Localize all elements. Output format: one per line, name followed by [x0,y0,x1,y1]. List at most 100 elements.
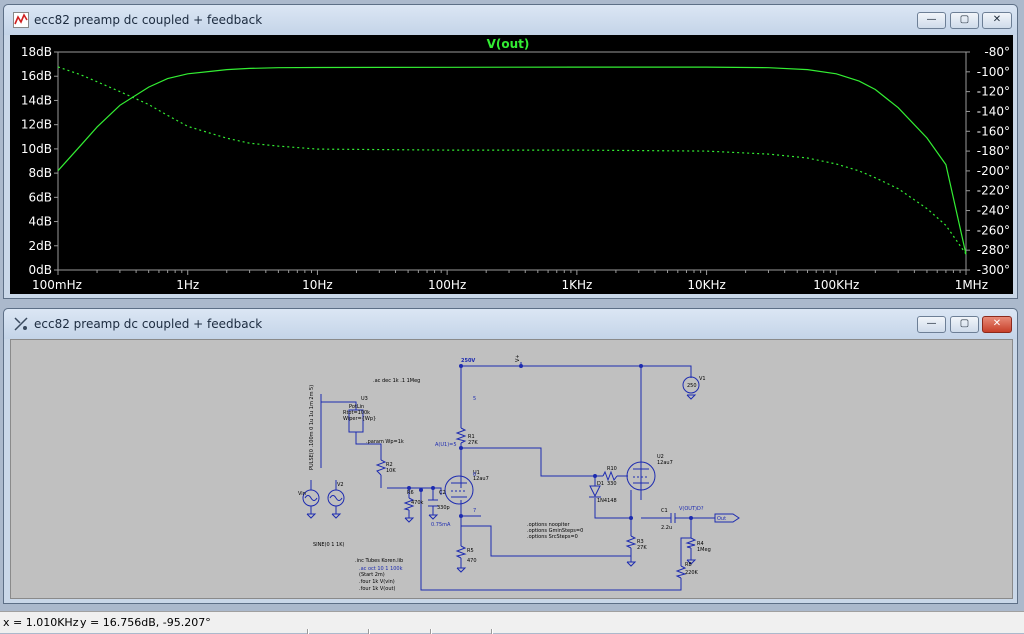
close-button[interactable]: ✕ [982,12,1012,29]
schematic-window-title: ecc82 preamp dc coupled + feedback [34,317,263,331]
x-tick-label: 10Hz [302,278,333,292]
y-right-tick-label: -260° [977,223,1010,237]
r10-resistor [602,470,618,482]
x-tick-label: 100mHz [32,278,82,292]
u1-tube [444,475,474,505]
schematic-canvas[interactable]: 250V V+ V1 250 .ac dec 1k .1 1Meg U3 Pot… [10,339,1013,599]
r4-resistor [685,537,697,549]
x-tick-label: 100KHz [813,278,859,292]
status-divider [430,629,432,634]
r6-resistor [403,497,415,511]
y-right-tick-label: -200° [977,164,1010,178]
schematic-labels: 250V V+ V1 250 .ac dec 1k .1 1Meg U3 Pot… [298,354,726,592]
label-r4-value: 1Meg [697,547,711,553]
label-pulse: PULSE(0 .100m 0 1u 1u 1m 2m 5) [309,385,315,470]
label-r10: R10 [607,466,617,472]
r5-resistor [455,545,467,559]
label-options-1: .options noopiter [527,522,570,528]
waveform-titlebar[interactable]: ecc82 preamp dc coupled + feedback — ▢ ✕ [4,5,1017,35]
label-d1: D1 [597,481,604,487]
maximize-button[interactable]: ▢ [950,316,979,333]
maximize-button[interactable]: ▢ [950,12,979,29]
label-250v: 250V [461,358,475,364]
wires[interactable] [310,362,715,591]
label-r2-value: 10K [386,468,396,474]
ground-symbol [686,394,697,400]
ground-symbol [686,559,697,565]
label-out: Out [717,516,726,522]
chart-title[interactable]: V(out) [487,37,530,51]
v2-source [327,489,345,507]
schematic-window[interactable]: ecc82 preamp dc coupled + feedback — ▢ ✕ [3,308,1018,604]
label-r1-value: 27K [468,440,478,446]
label-c1-value: 2.2u [661,525,672,531]
y-right-tick-label: -80° [984,45,1010,59]
r1-resistor [455,427,467,444]
label-r1: R1 [468,434,475,440]
label-d1-value: 1N4148 [597,498,617,504]
y-right-tick-label: -100° [977,65,1010,79]
ground-symbol [404,517,415,523]
d1-diode [589,485,601,498]
label-four-cmd-4: .four 1k V(out) [359,586,395,592]
label-v1: V1 [699,376,706,382]
y-right-tick-label: -180° [977,144,1010,158]
label-u3-model: PotLin [349,404,364,410]
y-left-tick-label: 2dB [29,239,52,253]
x-readout: x = 1.010KHz [3,616,79,629]
u2-tube [626,461,656,491]
x-tick-label: 1Hz [176,278,199,292]
y-right-tick-label: -300° [977,263,1010,277]
label-r4: R4 [697,541,704,547]
series-group [57,66,967,255]
u3-potentiometer [348,409,364,433]
y-right-tick-label: -220° [977,184,1010,198]
vin-source [302,489,320,507]
y-right-tick-label: -160° [977,124,1010,138]
label-current: 0.75mA [431,522,451,528]
close-button[interactable]: ✕ [982,316,1012,333]
bode-chart[interactable]: V(out) 0dB2dB4dB6dB8dB10dB12dB14dB16dB18… [10,35,1013,294]
y-right-tick-label: -280° [977,243,1010,257]
label-ac-command: .ac dec 1k .1 1Meg [373,378,420,384]
components[interactable] [302,376,740,579]
label-c2-value: 330p [437,505,450,511]
x-tick-label: 1MHz [955,278,988,292]
label-node-7: 7 [473,508,476,514]
phase-series-line [57,66,967,255]
r2-resistor [375,459,387,476]
x-tick-label: 1KHz [561,278,592,292]
label-u2: U2 [657,454,664,460]
schematic-app-icon [14,317,28,331]
r8-resistor [675,565,687,579]
label-r8: R8 [685,562,692,568]
label-four-cmd-3: .four 1k V(vin) [359,579,395,585]
minimize-button[interactable]: — [917,316,946,333]
label-r10-value: 330 [607,481,617,487]
schematic-titlebar[interactable]: ecc82 preamp dc coupled + feedback — ▢ ✕ [4,309,1017,339]
waveform-window[interactable]: ecc82 preamp dc coupled + feedback — ▢ ✕… [3,4,1018,299]
label-c2: C2 [439,490,446,496]
minimize-button[interactable]: — [917,12,946,29]
label-r5: R5 [467,548,474,554]
label-u3-wiper: Wiper={Wp} [343,416,376,422]
label-mu: A(U1)=5 [435,442,457,448]
out-flag [714,513,740,523]
y-left-tick-label: 0dB [29,263,52,277]
y-right-tick-label: -120° [977,85,1010,99]
label-v2: V2 [337,482,344,488]
schematic-drawing[interactable]: 250V V+ V1 250 .ac dec 1k .1 1Meg U3 Pot… [11,340,1014,600]
label-c1: C1 [661,508,668,514]
x-tick-label: 100Hz [428,278,466,292]
junction-dots [407,364,693,520]
v1-source [682,376,700,394]
ground-symbol [306,513,317,519]
label-r6: R6 [407,490,414,496]
y-left-tick-label: 12dB [21,118,52,132]
label-u1: U1 [473,470,480,476]
ground-symbol [626,561,637,567]
status-divider [491,629,493,634]
